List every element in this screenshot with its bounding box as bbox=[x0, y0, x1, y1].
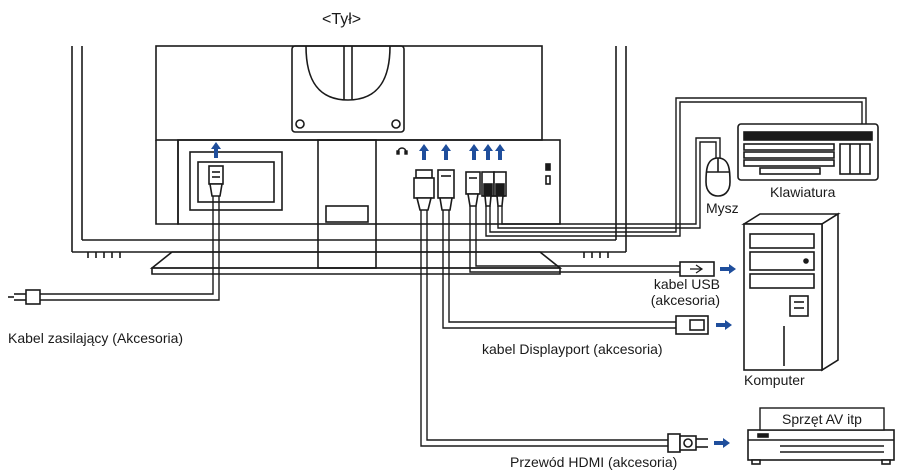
headphone-port-icon bbox=[396, 147, 408, 155]
mouse-usb-cable bbox=[493, 137, 721, 229]
monitor-back bbox=[71, 45, 627, 275]
av-equipment-label: Sprzęt AV itp bbox=[782, 411, 862, 427]
usb-up-port-arrow bbox=[469, 144, 479, 160]
av-label-box bbox=[759, 407, 885, 431]
diagram-title: <Tył> bbox=[322, 11, 362, 28]
displayport-arrow bbox=[716, 320, 732, 330]
displayport-port-arrow bbox=[441, 144, 451, 160]
keyboard-usb-cable bbox=[481, 97, 867, 237]
power-port-arrow bbox=[211, 142, 221, 158]
usb-down1-port-arrow bbox=[483, 144, 493, 160]
usb-cable-label-line2: (akcesoria) bbox=[650, 292, 720, 308]
usb-cable-label-line1: kabel USB bbox=[653, 276, 720, 292]
usb-upstream-cable bbox=[465, 171, 715, 277]
power-cable bbox=[8, 165, 224, 305]
mouse-icon bbox=[705, 157, 731, 197]
hdmi-port-arrow bbox=[419, 144, 429, 160]
usb-down2-port-arrow bbox=[495, 144, 505, 160]
keyboard-icon bbox=[737, 123, 879, 181]
usb-arrow bbox=[720, 264, 736, 274]
computer-label: Komputer bbox=[744, 372, 805, 388]
power-cable-label: Kabel zasilający (Akcesoria) bbox=[8, 330, 184, 346]
hdmi-cable bbox=[413, 169, 708, 453]
computer-icon bbox=[741, 212, 841, 372]
hdmi-arrow bbox=[714, 438, 730, 448]
av-equipment-icon bbox=[747, 429, 895, 465]
hdmi-cable-label: Przewód HDMI (akcesoria) bbox=[510, 454, 678, 470]
displayport-cable-label: kabel Displayport (akcesoria) bbox=[482, 341, 663, 357]
keyboard-label: Klawiatura bbox=[770, 184, 836, 200]
mouse-label: Mysz bbox=[706, 200, 739, 216]
displayport-cable bbox=[437, 169, 709, 335]
